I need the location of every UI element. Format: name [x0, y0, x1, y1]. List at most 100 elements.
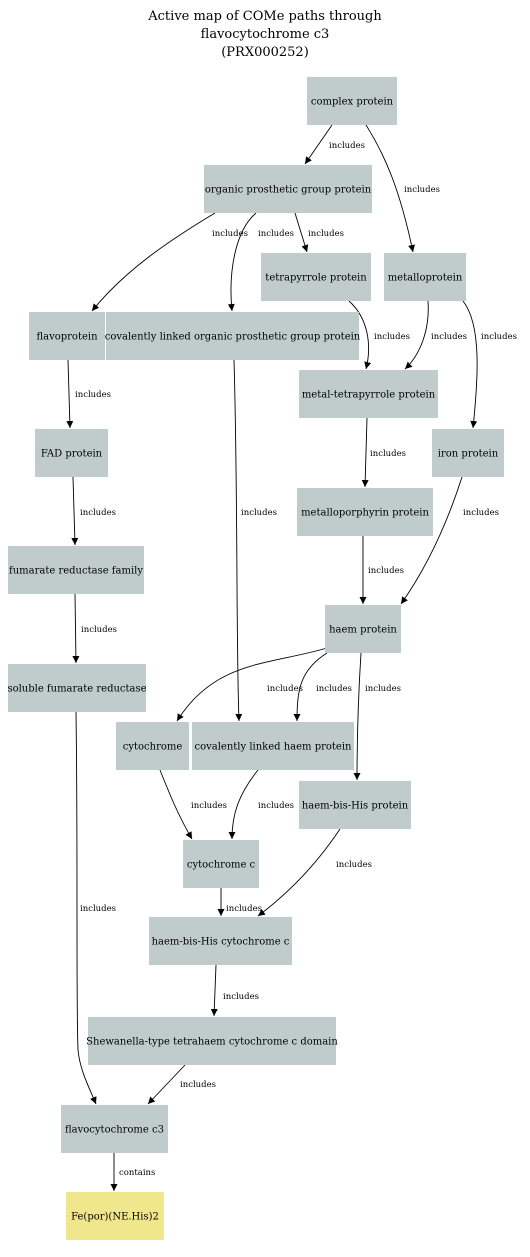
edge-label: includes [316, 684, 352, 694]
edge-line [147, 1064, 186, 1105]
edge-label: includes [75, 390, 111, 400]
edge-label: includes [463, 508, 499, 518]
edge-label: includes [258, 229, 294, 239]
node-bishiscytc[interactable]: haem-bis-His cytochrome c [149, 917, 292, 965]
edge-line [361, 417, 369, 488]
node-box [106, 312, 359, 360]
node-metalloprotein[interactable]: metalloprotein [384, 253, 466, 301]
node-metallopor[interactable]: metalloporphyrin protein [297, 488, 433, 536]
edge-haem-to-bishis: includes [353, 652, 401, 781]
node-fumfam[interactable]: fumarate reductase family [8, 546, 144, 594]
edge-metalloprotein-to-iron: includes [462, 300, 517, 429]
edge-label: includes [81, 625, 117, 635]
node-box [261, 253, 371, 301]
edge-line [227, 212, 257, 312]
nodes-layer: complex protein organic prosthetic group … [7, 77, 504, 1240]
edge-clopgp-to-clhaem: includes [233, 359, 277, 722]
node-box [116, 722, 189, 770]
node-box [35, 429, 108, 477]
node-box [299, 370, 438, 418]
node-label: covalently linked haem protein [195, 742, 353, 753]
edge-shewanella-to-flavocyt: includes [147, 1064, 216, 1105]
node-box [88, 1017, 336, 1065]
node-shewanella[interactable]: Shewanella-type tetrahaem cytochrome c d… [86, 1017, 338, 1065]
node-clopgp[interactable]: covalently linked organic prosthetic gro… [105, 312, 361, 360]
node-box [29, 312, 105, 360]
node-cytc[interactable]: cytochrome c [183, 840, 259, 888]
node-box [183, 840, 259, 888]
edge-label: includes [404, 185, 440, 195]
node-iron[interactable]: iron protein [432, 429, 504, 477]
edge-line [176, 647, 328, 722]
node-box [8, 546, 144, 594]
edge-solfum-to-flavocyt: includes [75, 711, 116, 1105]
edge-flavocyt-to-fepor: contains [110, 1153, 155, 1191]
edge-line [257, 828, 341, 917]
node-label: cytochrome c [187, 860, 256, 871]
edge-label: includes [258, 801, 294, 811]
edge-label: includes [223, 992, 259, 1002]
edge-fumfam-to-solfum: includes [72, 593, 117, 664]
node-bishis[interactable]: haem-bis-His protein [299, 781, 411, 829]
edge-flavoprotein-to-fad: includes [66, 359, 111, 429]
edge-line [159, 769, 193, 840]
node-tetrapyrrole[interactable]: tetrapyrrole protein [261, 253, 371, 301]
node-label: iron protein [438, 449, 499, 460]
edge-line [304, 124, 333, 165]
node-label: soluble fumarate reductase [7, 684, 146, 695]
node-label: metalloporphyrin protein [301, 508, 429, 519]
node-flavocyt[interactable]: flavocytochrome c3 [61, 1105, 168, 1153]
edge-complex-to-metalloprotein: includes [365, 124, 440, 253]
edge-line [91, 212, 216, 312]
node-fad[interactable]: FAD protein [35, 429, 108, 477]
edge-line [71, 476, 79, 546]
node-clhaem[interactable]: covalently linked haem protein [192, 722, 354, 770]
node-opgp[interactable]: organic prosthetic group protein [204, 165, 372, 213]
node-label: covalently linked organic prosthetic gro… [105, 332, 361, 343]
node-label: FAD protein [41, 449, 103, 460]
edge-metallopor-to-haem: includes [359, 536, 404, 604]
edge-label: includes [180, 1080, 216, 1090]
edge-line [75, 711, 97, 1105]
node-box [149, 917, 292, 965]
edge-line [233, 359, 243, 722]
edge-line [66, 359, 74, 429]
node-label: flavocytochrome c3 [65, 1125, 164, 1136]
node-box [297, 488, 433, 536]
edge-label: includes [370, 449, 406, 459]
node-label: Shewanella-type tetrahaem cytochrome c d… [86, 1037, 338, 1048]
node-cytochrome[interactable]: cytochrome [116, 722, 189, 770]
edge-label: includes [212, 229, 248, 239]
edge-label: includes [308, 229, 344, 239]
node-label: Fe(por)(NE.His)2 [71, 1212, 159, 1223]
node-complex[interactable]: complex protein [307, 77, 397, 125]
title-line-1: Active map of COMe paths through [148, 9, 382, 24]
node-label: cytochrome [123, 742, 183, 753]
title-line-2: flavocytochrome c3 [200, 27, 330, 42]
node-box [325, 605, 401, 653]
node-haem[interactable]: haem protein [325, 605, 401, 653]
edge-line [462, 300, 478, 429]
edge-line [365, 124, 415, 253]
edge-bishiscytc-to-shewanella: includes [210, 964, 259, 1017]
node-fepor[interactable]: Fe(por)(NE.His)2 [66, 1192, 164, 1240]
edge-label: includes [431, 332, 467, 342]
node-solfum[interactable]: soluble fumarate reductase [7, 664, 147, 712]
edge-opgp-to-clopgp: includes [227, 212, 294, 312]
edge-metaltetra-to-metallopor: includes [361, 417, 406, 488]
node-flavoprotein[interactable]: flavoprotein [29, 312, 105, 360]
edge-metalloprotein-to-metaltetra: includes [404, 300, 467, 370]
node-label: haem-bis-His cytochrome c [152, 937, 290, 948]
node-label: organic prosthetic group protein [205, 185, 372, 196]
node-metaltetra[interactable]: metal-tetrapyrrole protein [299, 370, 438, 418]
node-box [192, 722, 354, 770]
edge-line [353, 652, 362, 781]
edge-label: includes [374, 332, 410, 342]
node-box [66, 1192, 164, 1240]
edge-opgp-to-flavoprotein: includes [91, 212, 248, 312]
edge-label: includes [241, 508, 277, 518]
node-box [307, 77, 397, 125]
edge-label: includes [191, 801, 227, 811]
